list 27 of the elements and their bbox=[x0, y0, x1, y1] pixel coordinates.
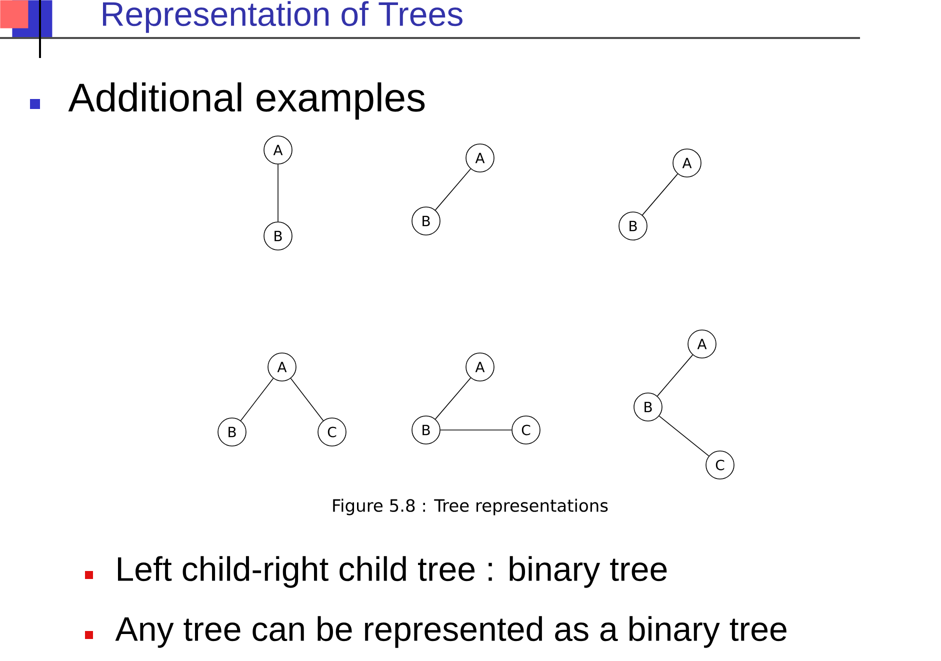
slide-title: Representation of Trees bbox=[103, 1, 462, 33]
tree-edge bbox=[290, 378, 324, 421]
tree-edge bbox=[658, 416, 710, 456]
tree-node: C bbox=[512, 416, 540, 444]
tree-node: C bbox=[706, 450, 734, 480]
tree-edge bbox=[240, 378, 274, 421]
tree-node: B bbox=[218, 418, 246, 446]
tree-edge bbox=[642, 174, 678, 216]
bullet-text: Any tree can be represented as a binary tree bbox=[115, 616, 786, 648]
tree-node: B bbox=[634, 392, 662, 422]
tree-node: A bbox=[672, 148, 702, 178]
figure-caption: Figure 5.8 : Tree representations bbox=[333, 498, 608, 516]
tree-node: A bbox=[264, 136, 292, 164]
tree-node: B bbox=[412, 206, 440, 236]
tree-edge bbox=[656, 354, 694, 396]
tree-node: A bbox=[466, 144, 494, 172]
tree-node: A bbox=[688, 330, 716, 358]
tree-node: C bbox=[318, 418, 346, 446]
tree-node: B bbox=[412, 416, 440, 444]
bullet-text: Additional examples bbox=[68, 82, 425, 120]
bullet-text: Left child-right child tree : binary tree bbox=[118, 556, 667, 588]
tree-node: A bbox=[466, 352, 494, 382]
tree-node: B bbox=[264, 222, 292, 250]
tree-node: A bbox=[268, 352, 296, 382]
tree-edge bbox=[434, 378, 472, 420]
tree-node: B bbox=[618, 212, 648, 240]
tree-edge bbox=[434, 168, 472, 210]
